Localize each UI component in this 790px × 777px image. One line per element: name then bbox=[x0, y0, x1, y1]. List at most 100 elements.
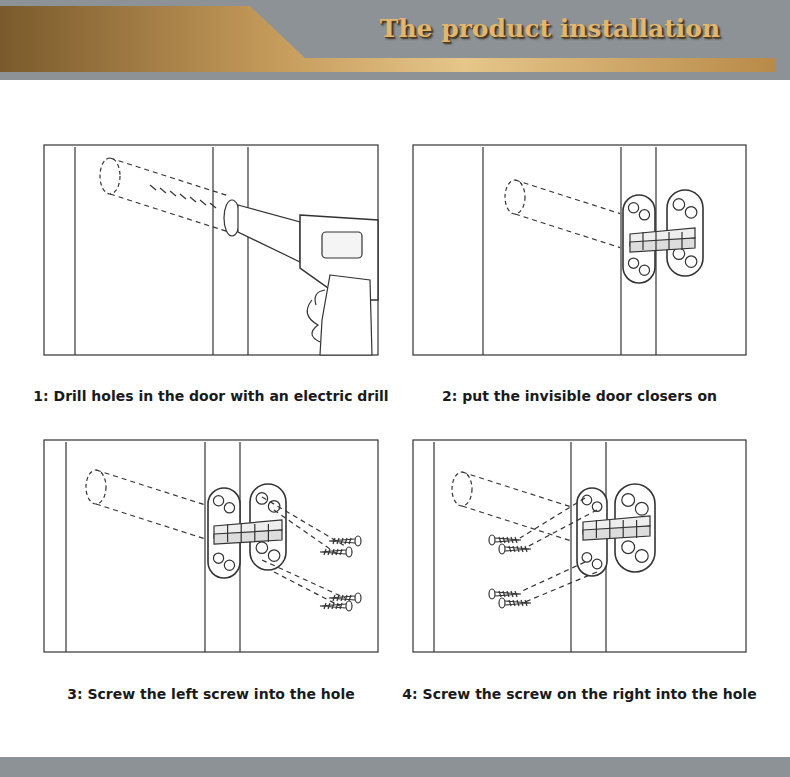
screw-head bbox=[355, 536, 361, 546]
screw-head bbox=[346, 547, 352, 557]
step-caption: 3: Screw the left screw into the hole bbox=[67, 686, 354, 702]
screw-shank bbox=[329, 539, 355, 543]
screw-hole bbox=[635, 550, 648, 563]
drill-bit bbox=[210, 203, 216, 208]
screw-hole bbox=[628, 258, 638, 268]
screw-hole bbox=[213, 553, 223, 563]
hole-edge bbox=[96, 470, 206, 505]
screw-thread bbox=[332, 603, 334, 609]
drilled-hole bbox=[452, 472, 472, 506]
drill-bit bbox=[160, 188, 166, 193]
drill-handle bbox=[320, 275, 372, 355]
screw-shank bbox=[505, 547, 531, 551]
arm-segment bbox=[623, 520, 624, 538]
screw-thread bbox=[515, 537, 517, 543]
leader-dash bbox=[520, 562, 585, 592]
screw-thread bbox=[525, 546, 527, 552]
screw-thread bbox=[337, 595, 339, 601]
screw-thread bbox=[521, 600, 523, 606]
screw-hole bbox=[224, 503, 234, 513]
hand-fingers bbox=[307, 300, 320, 342]
screw-thread bbox=[345, 538, 347, 544]
arm-segment bbox=[241, 524, 242, 542]
screw-hole bbox=[582, 495, 592, 505]
arm-segment bbox=[268, 524, 269, 542]
arm-segment bbox=[642, 232, 643, 250]
screw-thread bbox=[336, 549, 338, 555]
step-caption: 4: Screw the screw on the right into the… bbox=[402, 686, 756, 702]
screw-hole bbox=[622, 494, 635, 507]
screw-thread bbox=[349, 538, 351, 544]
leader-dash bbox=[274, 572, 340, 606]
panel-frame bbox=[44, 145, 378, 355]
screw-thread bbox=[515, 591, 517, 597]
screw-hole bbox=[639, 210, 649, 220]
drilled-hole bbox=[505, 180, 525, 214]
step-caption: 2: put the invisible door closers on bbox=[442, 388, 717, 404]
screw-hole bbox=[592, 559, 602, 569]
drill-bit bbox=[200, 200, 206, 205]
screw-hole bbox=[592, 502, 602, 512]
header-bar bbox=[0, 0, 790, 80]
screw-hole bbox=[639, 265, 649, 275]
closer-arm bbox=[214, 530, 282, 544]
hole-edge bbox=[110, 194, 230, 232]
screw-hole bbox=[628, 203, 638, 213]
leader-dash bbox=[525, 510, 597, 548]
screw-thread bbox=[345, 595, 347, 601]
screw-thread bbox=[521, 546, 523, 552]
screw-shank bbox=[320, 550, 346, 554]
arm-segment bbox=[254, 524, 255, 542]
screw-thread bbox=[525, 600, 527, 606]
screw-hole bbox=[213, 496, 223, 506]
leader-dash bbox=[520, 498, 585, 538]
screw-thread bbox=[333, 538, 335, 544]
screw-hole bbox=[685, 207, 697, 219]
hand-fingers bbox=[315, 290, 325, 305]
screw-thread bbox=[499, 591, 501, 597]
screw-thread bbox=[324, 603, 326, 609]
panel-frame bbox=[44, 440, 378, 652]
door-line bbox=[482, 147, 483, 355]
screw-hole bbox=[622, 541, 635, 554]
drill-bit bbox=[190, 197, 196, 202]
screw-hole bbox=[582, 553, 592, 563]
screw-thread bbox=[328, 603, 330, 609]
hole-edge bbox=[515, 214, 620, 248]
screw-shank bbox=[320, 604, 346, 608]
hole-edge bbox=[515, 180, 620, 214]
screw-head bbox=[499, 544, 505, 554]
closer-arm bbox=[630, 238, 695, 252]
screw-head bbox=[499, 598, 505, 608]
arm-segment bbox=[668, 232, 669, 250]
screw-thread bbox=[509, 546, 511, 552]
drilled-hole bbox=[100, 158, 120, 194]
screw-thread bbox=[509, 600, 511, 606]
screw-thread bbox=[336, 603, 338, 609]
hole-edge bbox=[96, 504, 206, 539]
arm-segment bbox=[596, 520, 597, 538]
screw-hole bbox=[635, 502, 648, 515]
drilled-hole bbox=[86, 470, 106, 504]
page-title: The product installation bbox=[330, 14, 770, 43]
screw-shank bbox=[495, 592, 521, 596]
leader-dash bbox=[525, 572, 597, 602]
screw-thread bbox=[511, 537, 513, 543]
screw-thread bbox=[513, 546, 515, 552]
screw-shank bbox=[329, 596, 355, 600]
screw-thread bbox=[349, 595, 351, 601]
screw-thread bbox=[341, 595, 343, 601]
panel-frame bbox=[413, 440, 746, 652]
arm-segment bbox=[655, 232, 656, 250]
hole-edge bbox=[462, 506, 572, 541]
screw-thread bbox=[332, 549, 334, 555]
screw-thread bbox=[341, 538, 343, 544]
screw-thread bbox=[507, 537, 509, 543]
screw-thread bbox=[324, 549, 326, 555]
screw-thread bbox=[511, 591, 513, 597]
screw-hole bbox=[673, 199, 685, 211]
screw-head bbox=[489, 589, 495, 599]
door-line bbox=[204, 442, 205, 652]
footer-bar bbox=[0, 757, 790, 777]
